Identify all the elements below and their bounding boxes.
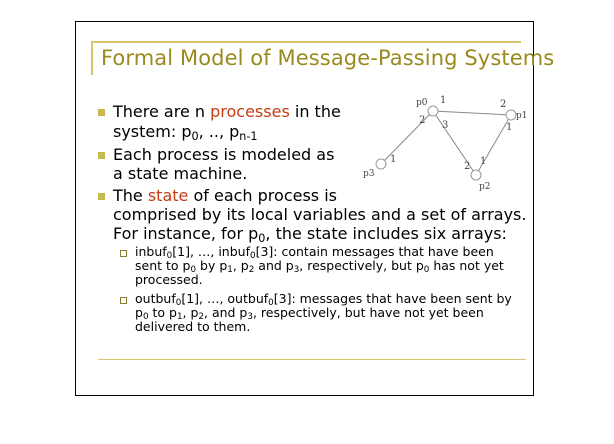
port-p0-2: 2: [419, 115, 425, 126]
bullet-square-icon: [98, 193, 105, 200]
sub-bullet-square-icon: [120, 297, 127, 304]
port-p2-1: 1: [480, 156, 486, 167]
node-p3-icon: [375, 158, 387, 170]
port-p2-2: 2: [464, 161, 470, 172]
port-p1-2: 2: [500, 99, 506, 110]
sub-bullet-2-line-1: outbuf0[1], …, outbuf0[3]: messages that…: [135, 291, 512, 309]
edge-p0-p1: [432, 110, 512, 116]
sub-bullet-1-line-2: sent to p0 by p1, p2 and p3, respectivel…: [135, 258, 504, 276]
edge-p1-p2: [475, 114, 512, 176]
node-p2-icon: [470, 169, 482, 181]
port-p0-1: 1: [440, 95, 446, 106]
node-p1-label: p1: [516, 111, 526, 121]
bullet-2-line-1: Each process is modeled as: [113, 145, 335, 164]
slide: Formal Model of Message-Passing Systems …: [75, 21, 554, 396]
node-p2-label: p2: [479, 182, 491, 192]
bullet-square-icon: [98, 109, 105, 116]
sub-bullet-2-line-3: delivered to them.: [135, 319, 251, 334]
node-p0-label: p0: [416, 98, 428, 108]
process-graph: p0 p1 p2 p3 1 2 3 1 2 1 2 1: [363, 95, 526, 192]
bullet-3-line-2: comprised by its local variables and a s…: [113, 205, 527, 224]
sub-bullet-1-line-3: processed.: [135, 272, 203, 287]
bullet-1-line-2: system: p0, .., pn-1: [113, 122, 258, 143]
node-p1-icon: [505, 109, 517, 121]
title-accent-vertical: [91, 41, 93, 75]
edge-p0-p3: [380, 110, 434, 165]
node-p0-icon: [427, 105, 439, 117]
bullet-2-line-2: a state machine.: [113, 164, 248, 183]
node-p3-label: p3: [363, 169, 375, 179]
bullet-3-line-1: The state of each process is: [113, 186, 337, 205]
bullet-1-line-1: There are n processes in the: [113, 102, 341, 121]
title-accent-horizontal: [91, 41, 521, 43]
bullet-3-line-3: For instance, for p0, the state includes…: [113, 224, 507, 245]
footer-accent-line: [98, 359, 526, 360]
sub-bullet-1-line-1: inbuf0[1], …, inbuf0[3]: contain message…: [135, 244, 494, 262]
slide-title: Formal Model of Message-Passing Systems: [101, 46, 555, 70]
bullet-square-icon: [98, 152, 105, 159]
port-p1-1: 1: [506, 122, 512, 133]
sub-bullet-2-line-2: p0 to p1, p2, and p3, respectively, but …: [135, 305, 484, 323]
sub-bullet-square-icon: [120, 250, 127, 257]
port-p0-3: 3: [442, 120, 448, 131]
port-p3-1: 1: [390, 154, 396, 165]
edge-p0-p2: [432, 110, 477, 176]
